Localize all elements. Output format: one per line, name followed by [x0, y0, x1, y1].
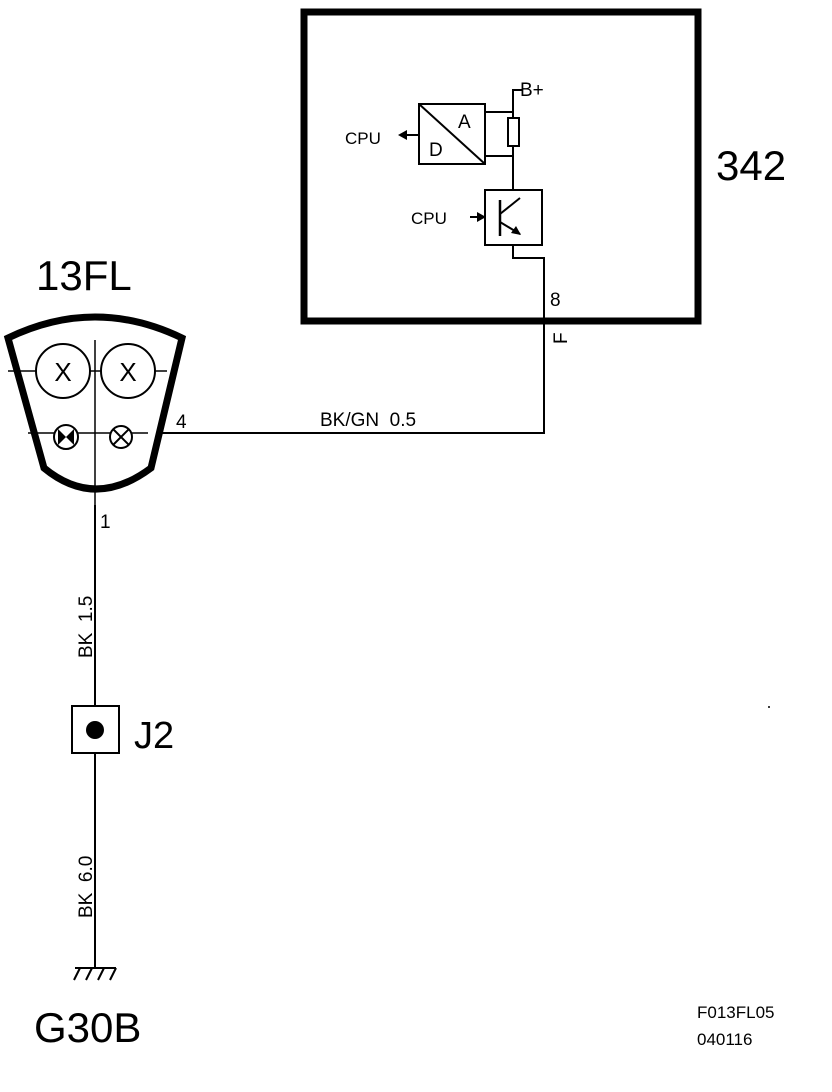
bulb-icon — [100, 343, 156, 399]
adc-to-supply-wire — [485, 104, 514, 113]
transistor-emitter-arrow-icon — [511, 226, 521, 235]
pullup-resistor — [507, 117, 520, 147]
cpu-out-arrow-icon — [398, 130, 407, 140]
open-indicator-cross-icon — [112, 428, 130, 446]
supply-label: B+ — [520, 80, 544, 101]
ground-label: G30B — [34, 1004, 141, 1051]
adc-diagonal — [418, 103, 486, 165]
transistor-block — [484, 189, 543, 246]
junction-dot-icon — [86, 721, 104, 739]
output-wire-internal — [512, 245, 545, 321]
adc-d-label: D — [429, 140, 443, 161]
junction-label: J2 — [134, 715, 174, 757]
bulb-symbol: X — [119, 357, 136, 387]
ground-hatch — [85, 967, 93, 981]
adc-a-label: A — [458, 112, 471, 133]
cpu-in-arrow-icon — [477, 212, 486, 222]
module-342-label: 342 — [716, 142, 786, 189]
lamp-pin-4: 4 — [176, 412, 187, 433]
ground-hatch — [109, 967, 117, 981]
lamp-label: 13FL — [36, 252, 132, 299]
drawing-date: 040116 — [697, 1030, 752, 1049]
ground-hatch — [97, 967, 105, 981]
bulb-symbol: X — [54, 357, 71, 387]
lamp-pin-1: 1 — [100, 512, 111, 533]
stray-dot — [768, 706, 770, 708]
module-342-box — [300, 8, 702, 325]
cpu-out-label: CPU — [345, 129, 381, 148]
filled-indicator-cross-icon — [58, 429, 74, 445]
cpu-in-label: CPU — [411, 209, 447, 228]
signal-wire — [148, 321, 545, 434]
drawing-code: F013FL05 — [697, 1003, 775, 1022]
module-pin-8: 8 — [550, 290, 561, 311]
supply-stub — [512, 89, 523, 104]
bulb-icon — [35, 343, 91, 399]
transistor-collector — [499, 197, 521, 215]
ground-wire-upper-label: BK 1.5 — [76, 596, 97, 658]
module-pin-tag: F — [551, 332, 572, 344]
signal-wire-label: BK/GN 0.5 — [320, 410, 416, 431]
ground-hatch — [73, 967, 81, 981]
ground-wire-lower-label: BK 6.0 — [76, 856, 97, 918]
